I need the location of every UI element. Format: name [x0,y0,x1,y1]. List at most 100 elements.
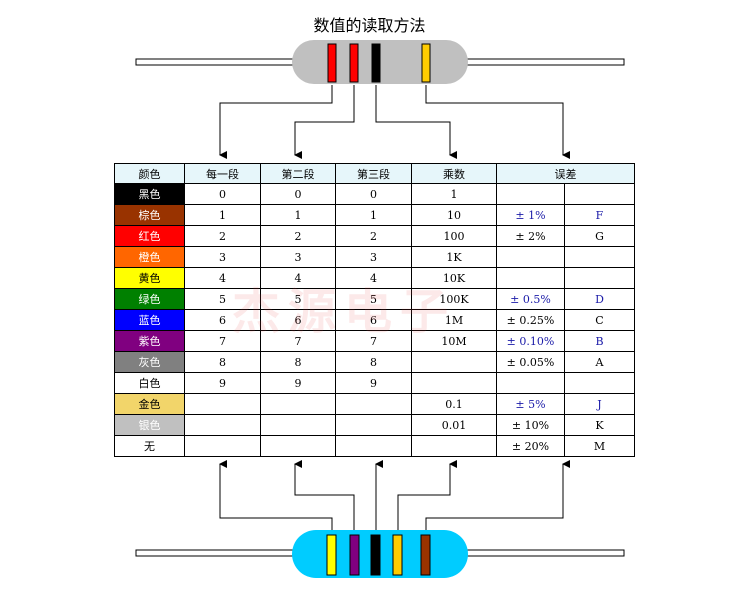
tolerance-cell: ± 1% [496,204,565,226]
digit1-cell: 8 [184,351,261,373]
digit2-cell: 8 [260,351,336,373]
tolerance-code-cell: F [564,204,635,226]
tolerance-code-cell: G [564,225,635,247]
digit2-cell: 6 [260,309,336,331]
digit1-cell: 4 [184,267,261,289]
tolerance-cell: ± 0.10% [496,330,565,352]
table-row: 无± 20%M [114,435,635,457]
color-name-cell: 绿色 [114,288,185,310]
digit2-cell: 9 [260,372,336,394]
digit1-cell [184,435,261,457]
bottom-resistor [135,530,625,578]
tolerance-cell: ± 10% [496,414,565,436]
color-name-cell: 蓝色 [114,309,185,331]
arrow-bottom-band2 [294,460,355,537]
bottom-resistor-lead-right [465,549,625,557]
tolerance-code-cell: J [564,393,635,415]
digit2-cell: 1 [260,204,336,226]
arrow-bottom-band4 [397,460,457,537]
arrow-band4-to-tolerance [425,85,570,159]
header-tolerance: 误差 [496,163,635,184]
table-header-row: 颜色 每一段 第二段 第三段 乘数 误差 [114,163,635,184]
tolerance-code-cell [564,246,635,268]
multiplier-cell: 0.01 [411,414,497,436]
tolerance-code-cell: B [564,330,635,352]
color-name-cell: 金色 [114,393,185,415]
digit2-cell [260,414,336,436]
header-multiplier: 乘数 [411,163,497,184]
multiplier-cell: 10 [411,204,497,226]
top-resistor-band-1 [327,43,337,83]
digit3-cell: 0 [335,183,412,205]
bottom-resistor-band-2 [349,534,360,576]
digit3-cell: 6 [335,309,412,331]
digit3-cell [335,393,412,415]
top-resistor-band-3 [371,43,381,83]
multiplier-cell: 0.1 [411,393,497,415]
color-name-cell: 白色 [114,372,185,394]
multiplier-cell: 10K [411,267,497,289]
digit1-cell: 2 [184,225,261,247]
bottom-resistor-band-3 [370,534,381,576]
digit3-cell [335,414,412,436]
tolerance-code-cell: M [564,435,635,457]
digit2-cell: 3 [260,246,336,268]
top-resistor-lead-right [465,58,625,66]
top-resistor-band-4 [421,43,431,83]
top-resistor-lead-left [135,58,295,66]
tolerance-code-cell: K [564,414,635,436]
digit1-cell: 0 [184,183,261,205]
top-arrows [219,85,570,159]
tolerance-cell: ± 20% [496,435,565,457]
header-digit1: 每一段 [184,163,261,184]
digit1-cell: 6 [184,309,261,331]
multiplier-cell: 1K [411,246,497,268]
tolerance-cell [496,372,565,394]
digit2-cell [260,435,336,457]
tolerance-code-cell: C [564,309,635,331]
arrow-band1-to-digit1 [219,85,333,159]
digit3-cell: 2 [335,225,412,247]
arrow-band3-to-multiplier [375,85,457,159]
tolerance-cell [496,267,565,289]
digit2-cell: 4 [260,267,336,289]
digit1-cell: 7 [184,330,261,352]
top-resistor [135,40,625,84]
bottom-resistor-band-1 [326,534,337,576]
digit2-cell: 2 [260,225,336,247]
tolerance-cell: ± 0.05% [496,351,565,373]
tolerance-code-cell [564,372,635,394]
digit3-cell: 5 [335,288,412,310]
digit3-cell: 7 [335,330,412,352]
bottom-arrows [219,460,570,537]
digit3-cell: 8 [335,351,412,373]
digit1-cell [184,414,261,436]
color-name-cell: 橙色 [114,246,185,268]
tolerance-cell [496,183,565,205]
bottom-resistor-band-4 [392,534,403,576]
digit1-cell: 3 [184,246,261,268]
bottom-resistor-lead-left [135,549,295,557]
multiplier-cell: 100K [411,288,497,310]
tolerance-cell: ± 0.25% [496,309,565,331]
color-name-cell: 黑色 [114,183,185,205]
tolerance-code-cell: D [564,288,635,310]
header-digit2: 第二段 [260,163,336,184]
multiplier-cell [411,372,497,394]
multiplier-cell [411,351,497,373]
diagram-title: 数值的读取方法 [313,16,426,35]
multiplier-cell [411,435,497,457]
digit2-cell: 7 [260,330,336,352]
digit1-cell: 5 [184,288,261,310]
